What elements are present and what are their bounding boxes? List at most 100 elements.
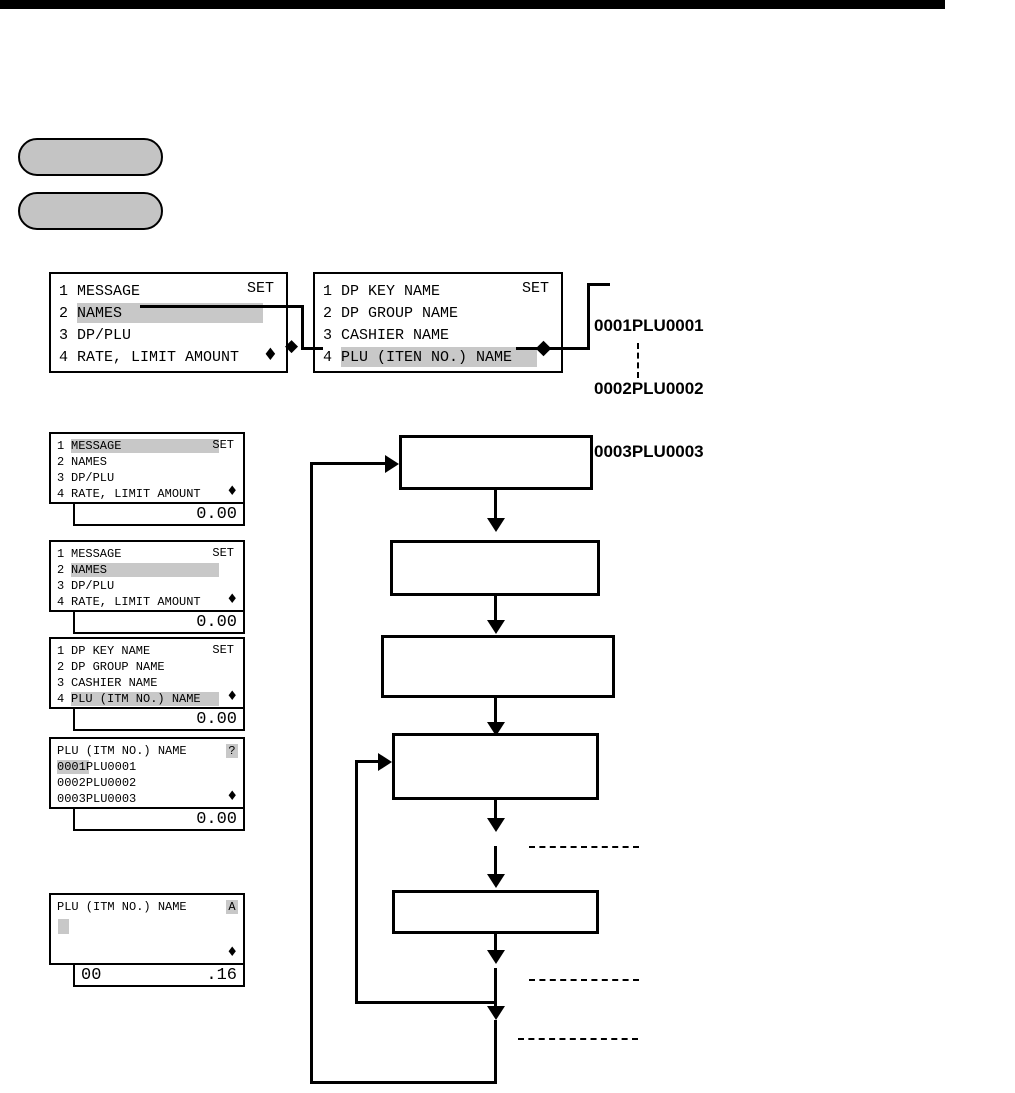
flow-loop-inner-into-box4 bbox=[355, 760, 379, 763]
names-panel-row[interactable]: 4 PLU (ITEN NO.) NAME bbox=[323, 346, 553, 368]
flow-arrow-2-3-head bbox=[487, 620, 505, 634]
connector-plu-into-list bbox=[587, 283, 610, 286]
screen-scroll-arrows-icon[interactable]: ♦ bbox=[226, 789, 238, 804]
screen-row[interactable]: 3 DP/PLU bbox=[57, 470, 237, 486]
flow-arrow-4-down-line bbox=[494, 800, 497, 822]
names-panel-row-text: DP KEY NAME bbox=[341, 282, 441, 300]
screen-row-highlight bbox=[71, 439, 219, 453]
screen-row[interactable]: 1 MESSAGE SET bbox=[57, 438, 237, 454]
flow-arrow-to-box5-line bbox=[494, 846, 497, 878]
connector-names-into-panel bbox=[301, 347, 323, 350]
screen-scroll-arrows-icon[interactable]: ♦ bbox=[226, 592, 238, 607]
menu-panel-row[interactable]: 2 NAMES bbox=[59, 302, 278, 324]
plu-row[interactable]: 0001 PLU0001 bbox=[57, 759, 237, 775]
screen-row-text: MESSAGE bbox=[71, 439, 122, 453]
flow-box-1[interactable] bbox=[399, 435, 593, 490]
flow-arrow-1-2-line bbox=[494, 490, 497, 522]
screen-amount-bar: 00 .16 bbox=[73, 965, 245, 987]
flow-annotation-2 bbox=[529, 979, 639, 981]
alpha-mode-badge[interactable]: A bbox=[226, 900, 238, 914]
screen-row[interactable]: 2 NAMES bbox=[57, 562, 237, 578]
screen-row[interactable]: 4 RATE, LIMIT AMOUNT bbox=[57, 486, 237, 502]
screen-amount-bar: 0.00 bbox=[73, 709, 245, 731]
screen-row-num: 4 bbox=[57, 487, 65, 501]
names-panel-row[interactable]: 2 DP GROUP NAME bbox=[323, 302, 553, 324]
flow-arrow-to-box5-head bbox=[487, 874, 505, 888]
flow-annotation-3 bbox=[518, 1038, 638, 1040]
flow-box-2[interactable] bbox=[390, 540, 600, 596]
plu-row[interactable]: 0002 PLU0002 bbox=[57, 775, 237, 791]
names-panel-row[interactable]: 3 CASHIER NAME bbox=[323, 324, 553, 346]
screen-row-num: 2 bbox=[57, 660, 65, 674]
flow-arrow-2-3-line bbox=[494, 596, 497, 624]
plu-row-code: 0001 bbox=[57, 760, 86, 774]
screen-scroll-arrows-icon[interactable]: ♦ bbox=[226, 689, 238, 704]
flow-loop-outer-bottom bbox=[310, 1081, 497, 1084]
screen-scroll-arrows-icon[interactable]: ♦ bbox=[226, 484, 238, 499]
flow-box-4[interactable] bbox=[392, 733, 599, 800]
screen-names-selected[interactable]: 1 MESSAGE SET 2 NAMES 3 DP/PLU 4 RATE, L… bbox=[49, 540, 245, 612]
menu-panel[interactable]: 1 MESSAGE SET 2 NAMES 3 DP/PLU 4 RATE, L… bbox=[49, 272, 288, 373]
flow-arrow-3-4-line bbox=[494, 698, 497, 726]
screen-plu-name-entry[interactable]: PLU (ITM NO.) NAME A ♦ bbox=[49, 893, 245, 965]
plu-row[interactable]: 0003 PLU0003 bbox=[57, 791, 237, 807]
screen-header-text: PLU (ITM NO.) NAME bbox=[57, 900, 187, 914]
screen-set-label: SET bbox=[212, 643, 234, 657]
screen-plu-list[interactable]: PLU (ITM NO.) NAME 0001 PLU0001 0002 PLU… bbox=[49, 737, 245, 809]
names-panel-row-text: PLU (ITEN NO.) NAME bbox=[341, 348, 513, 366]
screen-row-text: MESSAGE bbox=[71, 547, 122, 561]
screen-row[interactable]: 4 RATE, LIMIT AMOUNT bbox=[57, 594, 237, 610]
menu-panel-row-num: 3 bbox=[59, 326, 69, 344]
screen-row-num: 3 bbox=[57, 579, 65, 593]
plu-list-item: 0002PLU0002 bbox=[594, 379, 704, 398]
screen-row-text: NAMES bbox=[71, 563, 108, 577]
screen-plu-name-selected[interactable]: 1 DP KEY NAME SET 2 DP GROUP NAME 3 CASH… bbox=[49, 637, 245, 709]
names-panel-row[interactable]: 1 DP KEY NAME SET bbox=[323, 280, 553, 302]
screen-row[interactable]: 2 NAMES bbox=[57, 454, 237, 470]
screen-scroll-arrows-icon[interactable]: ♦ bbox=[226, 945, 238, 960]
mode-key-lower[interactable] bbox=[18, 192, 163, 230]
screen-message-selected[interactable]: 1 MESSAGE SET 2 NAMES 3 DP/PLU 4 RATE, L… bbox=[49, 432, 245, 504]
screen-amount-right: 0.00 bbox=[196, 612, 237, 632]
flow-box-3[interactable] bbox=[381, 635, 615, 698]
names-panel[interactable]: 1 DP KEY NAME SET 2 DP GROUP NAME 3 CASH… bbox=[313, 272, 563, 373]
screen-row[interactable]: 1 MESSAGE SET bbox=[57, 546, 237, 562]
text-cursor[interactable] bbox=[58, 919, 69, 934]
flow-loop-inner-arrowhead bbox=[378, 753, 392, 771]
menu-panel-row[interactable]: 4 RATE, LIMIT AMOUNT bbox=[59, 346, 278, 368]
help-badge[interactable]: ? bbox=[226, 744, 238, 758]
screen-amount-bar: 0.00 bbox=[73, 612, 245, 634]
screen-row-num: 1 bbox=[57, 439, 65, 453]
plu-row-highlight bbox=[57, 760, 89, 774]
screen-row-highlight bbox=[71, 563, 219, 577]
flow-loop-outer-down bbox=[494, 1020, 497, 1084]
flow-annotation-1 bbox=[529, 846, 639, 848]
scroll-arrows-icon[interactable]: ♦ bbox=[262, 345, 278, 365]
names-panel-set-label: SET bbox=[521, 280, 549, 297]
menu-panel-row-num: 4 bbox=[59, 348, 69, 366]
plu-row-text: PLU0003 bbox=[85, 792, 137, 806]
menu-panel-row[interactable]: 1 MESSAGE SET bbox=[59, 280, 278, 302]
screen-row[interactable]: 1 DP KEY NAME SET bbox=[57, 643, 237, 659]
flow-arrow-5-down-line bbox=[494, 934, 497, 956]
mode-key-upper[interactable] bbox=[18, 138, 163, 176]
screen-amount-right: 0.00 bbox=[196, 504, 237, 524]
menu-panel-scroll-arrows-icon[interactable]: ◆ bbox=[285, 336, 299, 356]
screen-row-num: 1 bbox=[57, 644, 65, 658]
screen-row[interactable]: 4 PLU (ITM NO.) NAME bbox=[57, 691, 237, 707]
flow-box-5[interactable] bbox=[392, 890, 599, 934]
screen-row[interactable]: 2 DP GROUP NAME bbox=[57, 659, 237, 675]
screen-row-num: 3 bbox=[57, 471, 65, 485]
screen-row[interactable]: 3 CASHIER NAME bbox=[57, 675, 237, 691]
screen-row[interactable]: 3 DP/PLU bbox=[57, 578, 237, 594]
screen-row-num: 4 bbox=[57, 692, 65, 706]
screen-row-text: PLU (ITM NO.) NAME bbox=[71, 692, 201, 706]
screen-amount-right: .16 bbox=[206, 965, 237, 985]
names-panel-row-num: 2 bbox=[323, 304, 333, 322]
screen-row-text: DP/PLU bbox=[71, 579, 115, 593]
flow-loop-outer-vertical bbox=[310, 462, 313, 1084]
screen-header-text: PLU (ITM NO.) NAME bbox=[57, 744, 187, 758]
menu-panel-row[interactable]: 3 DP/PLU bbox=[59, 324, 278, 346]
menu-panel-row-text: MESSAGE bbox=[77, 282, 141, 300]
menu-panel-row-num: 2 bbox=[59, 304, 69, 322]
